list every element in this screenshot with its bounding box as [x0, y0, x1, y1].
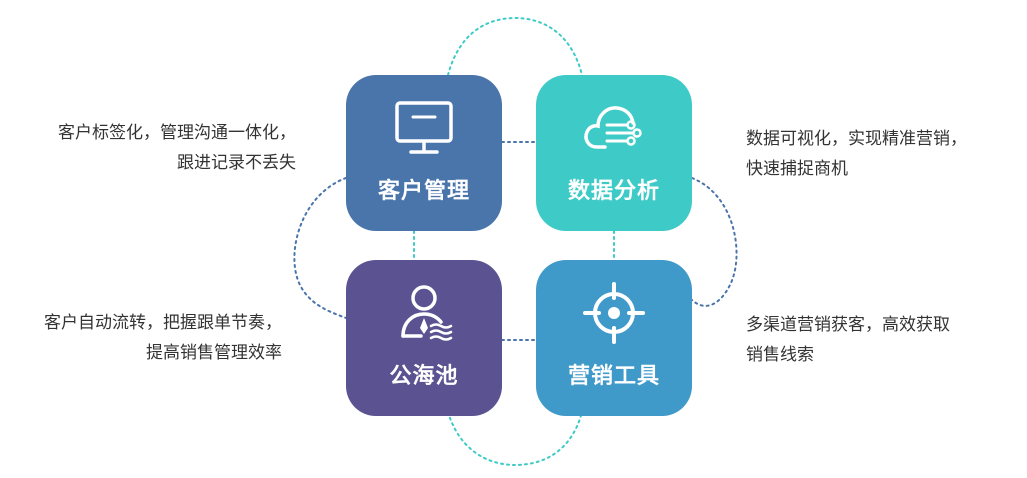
description-line: 多渠道营销获客，高效获取: [746, 315, 950, 335]
description-customer-management: 客户标签化，管理沟通一体化， 跟进记录不丢失: [58, 118, 296, 178]
connector-arc-left: [293, 177, 347, 319]
connector-arc-right: [691, 177, 738, 307]
tile-label: 数据分析: [567, 179, 660, 204]
description-line: 提高销售管理效率: [146, 343, 282, 363]
tile-customer-management: 客户管理: [346, 75, 502, 231]
tile-label: 营销工具: [567, 364, 660, 389]
tile-marketing-tools: 营销工具: [536, 260, 692, 416]
monitor-icon: [391, 95, 457, 161]
description-line: 快速捕捉商机: [746, 159, 848, 179]
description-line: 客户自动流转，把握跟单节奏，: [44, 313, 282, 333]
description-line: 数据可视化，实现精准营销，: [746, 129, 967, 149]
description-public-pool: 客户自动流转，把握跟单节奏， 提高销售管理效率: [44, 308, 282, 368]
user-pool-icon: [391, 280, 457, 346]
connector-arc-top: [447, 16, 583, 76]
tile-label: 公海池: [389, 364, 459, 389]
tile-public-pool: 公海池: [346, 260, 502, 416]
description-marketing-tools: 多渠道营销获客，高效获取 销售线索: [746, 310, 950, 370]
cloud-data-icon: [581, 95, 647, 161]
description-line: 销售线索: [746, 345, 814, 365]
connector-arc-bottom: [447, 411, 583, 467]
description-data-analysis: 数据可视化，实现精准营销， 快速捕捉商机: [746, 124, 967, 184]
description-line: 客户标签化，管理沟通一体化，: [58, 123, 296, 143]
target-icon: [581, 280, 647, 346]
tile-label: 客户管理: [377, 179, 470, 204]
tile-data-analysis: 数据分析: [536, 75, 692, 231]
description-line: 跟进记录不丢失: [177, 153, 296, 173]
